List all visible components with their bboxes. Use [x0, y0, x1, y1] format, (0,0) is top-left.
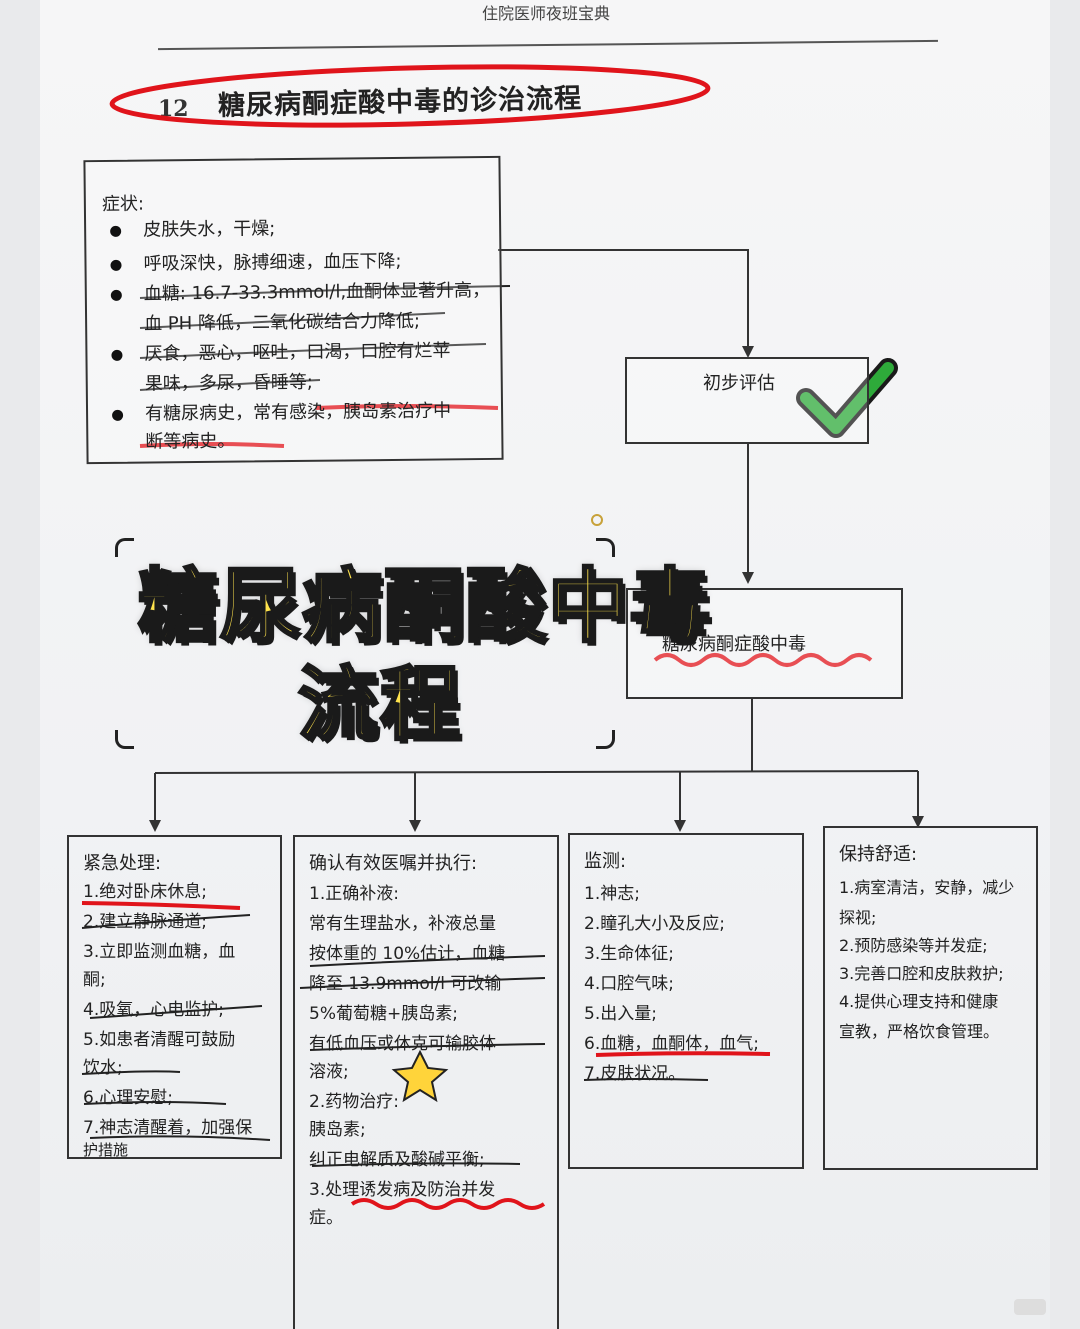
orders-line: 3.处理诱发病及防治并发	[309, 1180, 496, 1200]
symptom-text: 皮肤失水，干燥;	[143, 218, 276, 241]
symptom-item: 血糖: 16.7-33.3mmol/l,血酮体显著升高，	[110, 276, 491, 310]
section-title: 糖尿病酮症酸中毒的诊治流程	[217, 83, 583, 122]
comfort-box: 保持舒适: 1.病室清洁，安静，减少 探视; 2.预防感染等并发症; 3.完善口…	[823, 826, 1038, 1170]
emergency-line: 2.建立静脉通道;	[83, 912, 207, 932]
symptom-item: 呼吸深快，脉搏细速，血压下降;	[110, 247, 402, 280]
bracket-top-left	[115, 538, 134, 557]
symptoms-box: 症状: 皮肤失水，干燥; 呼吸深快，脉搏细速，血压下降; 血糖: 16.7-33…	[83, 155, 504, 465]
emergency-line: 3.立即监测血糖，血	[83, 942, 236, 962]
monitoring-line: 5.出入量;	[584, 1004, 657, 1024]
orders-line: 有低血压或休克可输胶体	[309, 1034, 496, 1054]
orders-line: 1.正确补液:	[309, 884, 399, 904]
symptom-item-cont: 断等病史。	[145, 430, 236, 453]
emergency-line: 7.神志清醒着，加强保	[83, 1118, 253, 1138]
symptom-item: 有糖尿病史，常有感染，胰岛素治疗中	[112, 396, 451, 430]
bullet-icon	[110, 259, 122, 271]
dka-box: 糖尿病酮症酸中毒	[626, 588, 903, 699]
bullet-icon	[111, 349, 123, 361]
comfort-title: 保持舒适:	[839, 844, 918, 865]
initial-assessment-box: 初步评估	[625, 357, 869, 444]
emergency-line: 酮;	[83, 970, 106, 990]
monitoring-title: 监测:	[584, 851, 627, 872]
orders-line: 纠正电解质及酸碱平衡;	[309, 1150, 485, 1170]
comfort-line: 4.提供心理支持和健康	[839, 992, 999, 1011]
orders-line: 胰岛素;	[309, 1120, 366, 1140]
book-page	[40, 0, 1050, 1329]
monitoring-line: 1.神志;	[584, 884, 640, 904]
bullet-icon	[110, 289, 122, 301]
bracket-bottom-right	[596, 730, 615, 749]
orders-title: 确认有效医嘱并执行:	[309, 853, 478, 874]
emergency-title: 紧急处理:	[83, 853, 162, 874]
comfort-line: 3.完善口腔和皮肤救护;	[839, 964, 1004, 983]
emergency-line: 5.如患者清醒可鼓励	[83, 1030, 236, 1050]
monitoring-line: 6.血糖，血酮体，血气;	[584, 1034, 759, 1054]
emergency-line: 饮水;	[83, 1058, 123, 1078]
initial-assessment-label: 初步评估	[703, 373, 775, 394]
monitoring-line: 3.生命体征;	[584, 944, 674, 964]
comfort-line: 宣教，严格饮食管理。	[839, 1022, 1000, 1041]
orders-line: 溶液;	[309, 1062, 349, 1082]
symptom-item-cont: 血 PH 降低，二氧化碳结合力降低;	[144, 310, 421, 335]
symptom-text: 有糖尿病史，常有感染，胰岛素治疗中	[144, 400, 452, 425]
symptom-text: 厌食，恶心，呕吐，口渴，口腔有烂苹	[144, 340, 451, 365]
emergency-line: 4.吸氧，心电监护;	[83, 1000, 224, 1020]
comfort-line: 2.预防感染等并发症;	[839, 936, 988, 955]
monitoring-line: 2.瞳孔大小及反应;	[584, 914, 725, 934]
orders-line: 2.药物治疗:	[309, 1092, 399, 1112]
emergency-box: 紧急处理: 1.绝对卧床休息; 2.建立静脉通道; 3.立即监测血糖，血 酮; …	[67, 835, 282, 1159]
monitoring-line: 4.口腔气味;	[584, 974, 674, 994]
symptom-item: 皮肤失水，干燥;	[110, 214, 275, 246]
emergency-line: 1.绝对卧床休息;	[83, 882, 207, 902]
bullet-icon	[112, 409, 124, 421]
monitoring-box: 监测: 1.神志; 2.瞳孔大小及反应; 3.生命体征; 4.口腔气味; 5.出…	[568, 833, 804, 1169]
overlay-title-line1: 糖尿病酮酸中毒	[137, 559, 712, 655]
orders-line: 降至 13.9mmol/l 可改输	[309, 974, 502, 994]
comfort-line: 探视;	[839, 908, 877, 927]
dka-label: 糖尿病酮症酸中毒	[662, 634, 806, 655]
emergency-line: 6.心理安慰;	[83, 1088, 173, 1108]
emergency-line: 护措施	[83, 1141, 129, 1159]
symptom-text: 呼吸深快，脉搏细速，血压下降;	[143, 250, 402, 275]
symptom-item-cont: 果味，多尿，昏睡等;	[144, 371, 313, 395]
overlay-title-line2: 流程	[297, 657, 462, 753]
symptom-text: 血糖: 16.7-33.3mmol/l,血酮体显著升高，	[143, 279, 491, 305]
orders-line: 常有生理盐水，补液总量	[309, 914, 496, 934]
book-header-title: 住院医师夜班宝典	[482, 4, 611, 23]
symptom-item: 厌食，恶心，呕吐，口渴，口腔有烂苹	[111, 336, 451, 370]
orders-line: 按体重的 10%估计，血糖	[309, 944, 506, 964]
bullet-icon	[110, 225, 122, 237]
orders-line: 症。	[309, 1208, 343, 1228]
bracket-top-right	[596, 538, 615, 557]
watermark-badge	[1014, 1299, 1046, 1315]
section-number: 12	[158, 96, 189, 122]
bracket-bottom-left	[115, 730, 134, 749]
orders-box: 确认有效医嘱并执行: 1.正确补液: 常有生理盐水，补液总量 按体重的 10%估…	[293, 835, 559, 1329]
orders-line: 5%葡萄糖+胰岛素;	[309, 1004, 458, 1024]
comfort-line: 1.病室清洁，安静，减少	[839, 878, 1015, 897]
monitoring-line: 7.皮肤状况。	[584, 1064, 686, 1084]
